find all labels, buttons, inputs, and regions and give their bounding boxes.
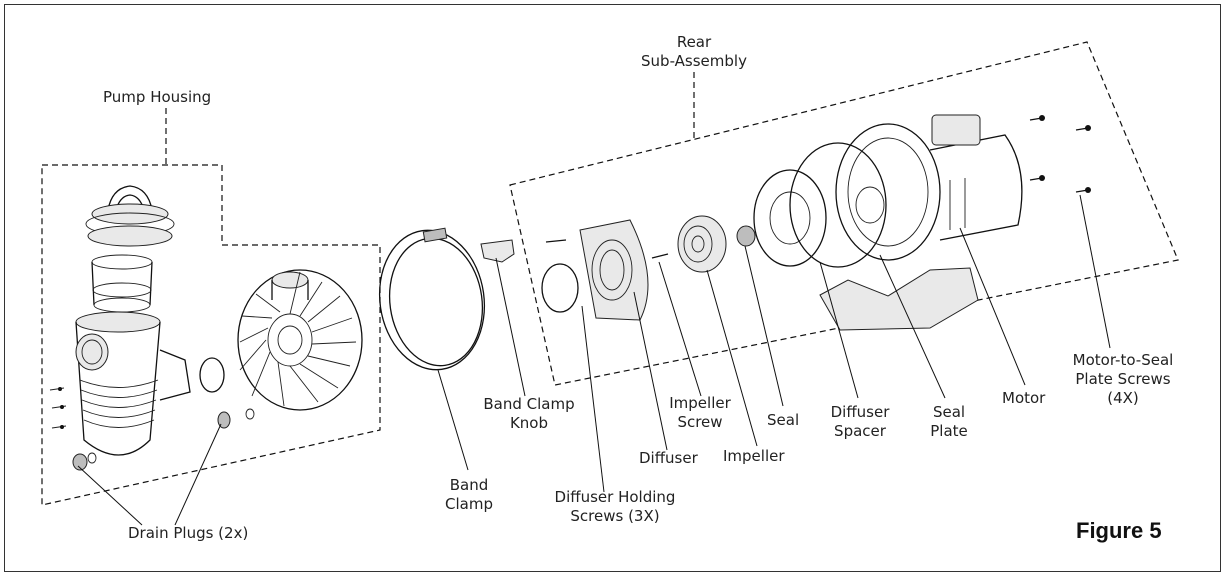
label-rear-sub-assembly: Rear Sub-Assembly — [634, 33, 754, 71]
pump-volute — [217, 269, 363, 429]
impeller-screw — [651, 253, 669, 259]
label-pump-housing: Pump Housing — [103, 88, 212, 106]
band-clamp-knob — [480, 239, 515, 263]
label-seal-plate-line2: Plate — [930, 422, 968, 440]
label-motor-to-seal-plate-screws: Motor-to-Seal Plate Screws (4X) — [1062, 351, 1184, 408]
motor-to-seal-plate-screws — [1029, 115, 1091, 193]
leader-lines — [77, 194, 1111, 526]
strainer-housing — [49, 185, 191, 471]
label-motor-to-seal-plate-screws-line1: Motor-to-Seal — [1072, 351, 1174, 369]
label-impeller-screw: Impeller Screw — [660, 394, 740, 432]
label-diffuser-spacer-line2: Spacer — [834, 422, 886, 440]
seal-plate — [835, 123, 941, 261]
label-rear-sub-assembly-line1: Rear — [676, 33, 712, 51]
diffuser — [579, 219, 649, 321]
label-band-clamp-line1: Band — [449, 476, 489, 494]
label-diffuser-holding-screws-line2: Screws (3X) — [570, 507, 660, 525]
label-motor: Motor — [1002, 389, 1046, 407]
label-diffuser-holding-screws-line1: Diffuser Holding — [554, 488, 676, 506]
housing-o-ring — [199, 357, 225, 393]
band-clamp — [378, 227, 486, 371]
label-diffuser: Diffuser — [639, 449, 698, 467]
rear-sub-assembly-outline — [509, 41, 1179, 386]
label-motor-to-seal-plate-screws-line3: (4X) — [1107, 389, 1139, 407]
impeller — [677, 215, 727, 273]
label-impeller: Impeller — [723, 447, 785, 465]
motor-body — [929, 114, 1023, 241]
diffuser-spacer — [753, 169, 827, 267]
label-seal-plate-line1: Seal — [932, 403, 966, 421]
diffuser-o-ring — [541, 263, 579, 313]
label-band-clamp-knob-line1: Band Clamp — [483, 395, 575, 413]
pump-housing-group-outline — [41, 164, 381, 506]
label-diffuser-spacer-line1: Diffuser — [830, 403, 890, 421]
label-impeller-screw-line1: Impeller — [669, 394, 731, 412]
label-band-clamp: Band Clamp — [434, 476, 504, 514]
label-band-clamp-knob-line2: Knob — [509, 414, 549, 432]
label-band-clamp-knob: Band Clamp Knob — [470, 395, 588, 433]
diffuser-holding-screw — [545, 239, 567, 243]
label-diffuser-spacer: Diffuser Spacer — [824, 403, 896, 441]
label-band-clamp-line2: Clamp — [445, 495, 493, 513]
seal — [736, 225, 756, 247]
label-seal-plate: Seal Plate — [921, 403, 977, 441]
label-diffuser-holding-screws: Diffuser Holding Screws (3X) — [544, 488, 686, 526]
figure-label: Figure 5 — [1076, 518, 1162, 543]
label-seal: Seal — [767, 411, 800, 429]
label-motor-to-seal-plate-screws-line2: Plate Screws — [1075, 370, 1171, 388]
motor-base — [819, 267, 979, 331]
label-drain-plugs: Drain Plugs (2x) — [128, 524, 249, 542]
label-rear-sub-assembly-line2: Sub-Assembly — [641, 52, 747, 70]
seal-plate-ring — [789, 142, 887, 268]
label-impeller-screw-line2: Screw — [677, 413, 723, 431]
